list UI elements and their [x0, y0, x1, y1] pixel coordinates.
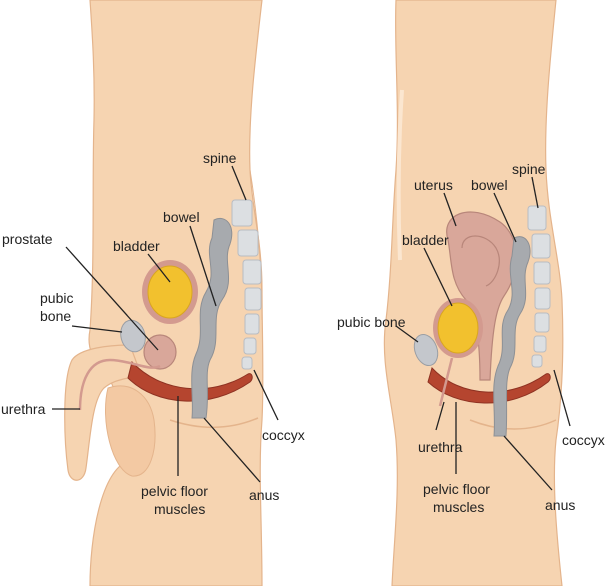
leader-line [189, 225, 217, 307]
male-vertebra [237, 229, 259, 257]
female-vertebra [533, 261, 551, 285]
male-penis [64, 344, 141, 481]
leader-line [395, 325, 419, 343]
male-urethra [78, 358, 161, 411]
label-male-coccyx: coccyx [262, 427, 305, 443]
female-spine-vertebrae [527, 205, 551, 368]
female-figure [383, 0, 564, 586]
male-figure [64, 0, 264, 586]
male-buttock-fold [169, 417, 259, 428]
female-vertebra [534, 287, 551, 310]
male-pelvic-floor-muscles [127, 360, 253, 402]
label-female-coccyx: coccyx [562, 432, 605, 448]
male-vertebra [244, 313, 260, 335]
label-male-anus: anus [249, 487, 279, 503]
female-bladder [437, 302, 479, 354]
leader-line [231, 165, 247, 201]
leader-line [147, 253, 171, 283]
label-female-bladder: bladder [402, 232, 449, 248]
female-coccyx-segment [533, 335, 547, 353]
label-male-pubic-bone-line2: bone [40, 308, 71, 324]
male-vertebra [242, 259, 262, 285]
label-female-urethra: urethra [418, 439, 463, 455]
male-coccyx-segment [243, 337, 257, 355]
label-female-pubic-bone: pubic bone [337, 314, 406, 330]
leader-line [443, 192, 457, 227]
leader-line [253, 369, 279, 421]
female-uterus-cavity [461, 235, 500, 287]
female-bowel [493, 236, 531, 437]
label-male-pelvic-floor-line2: muscles [154, 501, 205, 517]
male-bladder [147, 265, 193, 319]
female-pelvic-floor-muscles [427, 367, 551, 404]
label-female-spine: spine [512, 161, 546, 177]
leader-line [553, 369, 571, 427]
female-vertebra [531, 233, 551, 259]
female-front-highlight [396, 89, 404, 261]
leader-line [503, 435, 553, 491]
label-female-pelvic-floor-line1: pelvic floor [423, 481, 490, 497]
leader-line [531, 176, 539, 209]
male-vertebra [244, 287, 262, 311]
label-male-bladder: bladder [113, 238, 160, 254]
label-female-pelvic-floor-line2: muscles [433, 499, 484, 515]
leader-line [203, 417, 261, 483]
label-male-urethra: urethra [1, 401, 46, 417]
male-vertebra [231, 199, 253, 227]
label-female-bowel: bowel [471, 177, 508, 193]
leader-line [423, 247, 453, 307]
male-labels: spine bowel prostate bladder pubic bone … [1, 150, 305, 517]
label-male-pelvic-floor-line1: pelvic floor [141, 483, 208, 499]
leader-line [435, 401, 445, 431]
male-coccyx-segment [241, 356, 253, 370]
label-male-spine: spine [203, 150, 237, 166]
leader-line [65, 246, 159, 351]
female-coccyx-segment [531, 354, 543, 368]
female-pubic-bone [413, 334, 439, 366]
female-labels: uterus bowel spine bladder pubic bone ur… [337, 161, 605, 515]
label-male-pubic-bone-line1: pubic [40, 290, 73, 306]
male-back-contour [249, 169, 263, 321]
label-male-bowel: bowel [163, 209, 200, 225]
label-male-prostate: prostate [2, 231, 53, 247]
label-female-uterus: uterus [414, 177, 453, 193]
leader-line [71, 325, 123, 333]
male-bowel [191, 218, 233, 419]
female-vertebra [527, 205, 547, 231]
male-spine-vertebrae [231, 199, 262, 370]
leader-line [493, 192, 517, 243]
female-buttock-fold [469, 419, 557, 430]
label-female-anus: anus [545, 497, 575, 513]
male-scrotum [105, 385, 156, 477]
female-vertebra [534, 312, 550, 333]
female-urethra [438, 357, 454, 407]
